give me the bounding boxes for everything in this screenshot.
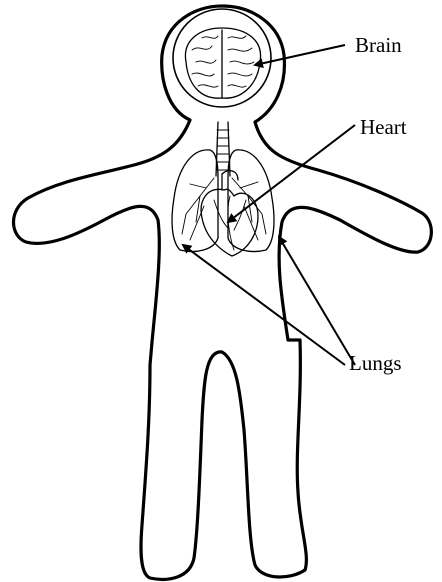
heart-label: Heart: [360, 115, 407, 139]
brain-label: Brain: [355, 33, 402, 57]
lungs-label: Lungs: [349, 351, 402, 375]
